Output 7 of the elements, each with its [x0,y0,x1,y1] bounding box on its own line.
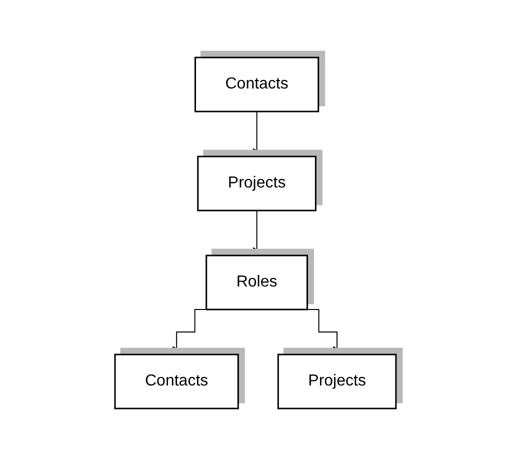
arrow [252,111,261,157]
node-box: Roles [205,254,308,310]
arrow [252,210,261,256]
node-box: Contacts [194,56,319,112]
node-box: Projects [276,354,396,410]
node-box: Contacts [114,354,238,410]
node-box: Projects [196,156,316,212]
